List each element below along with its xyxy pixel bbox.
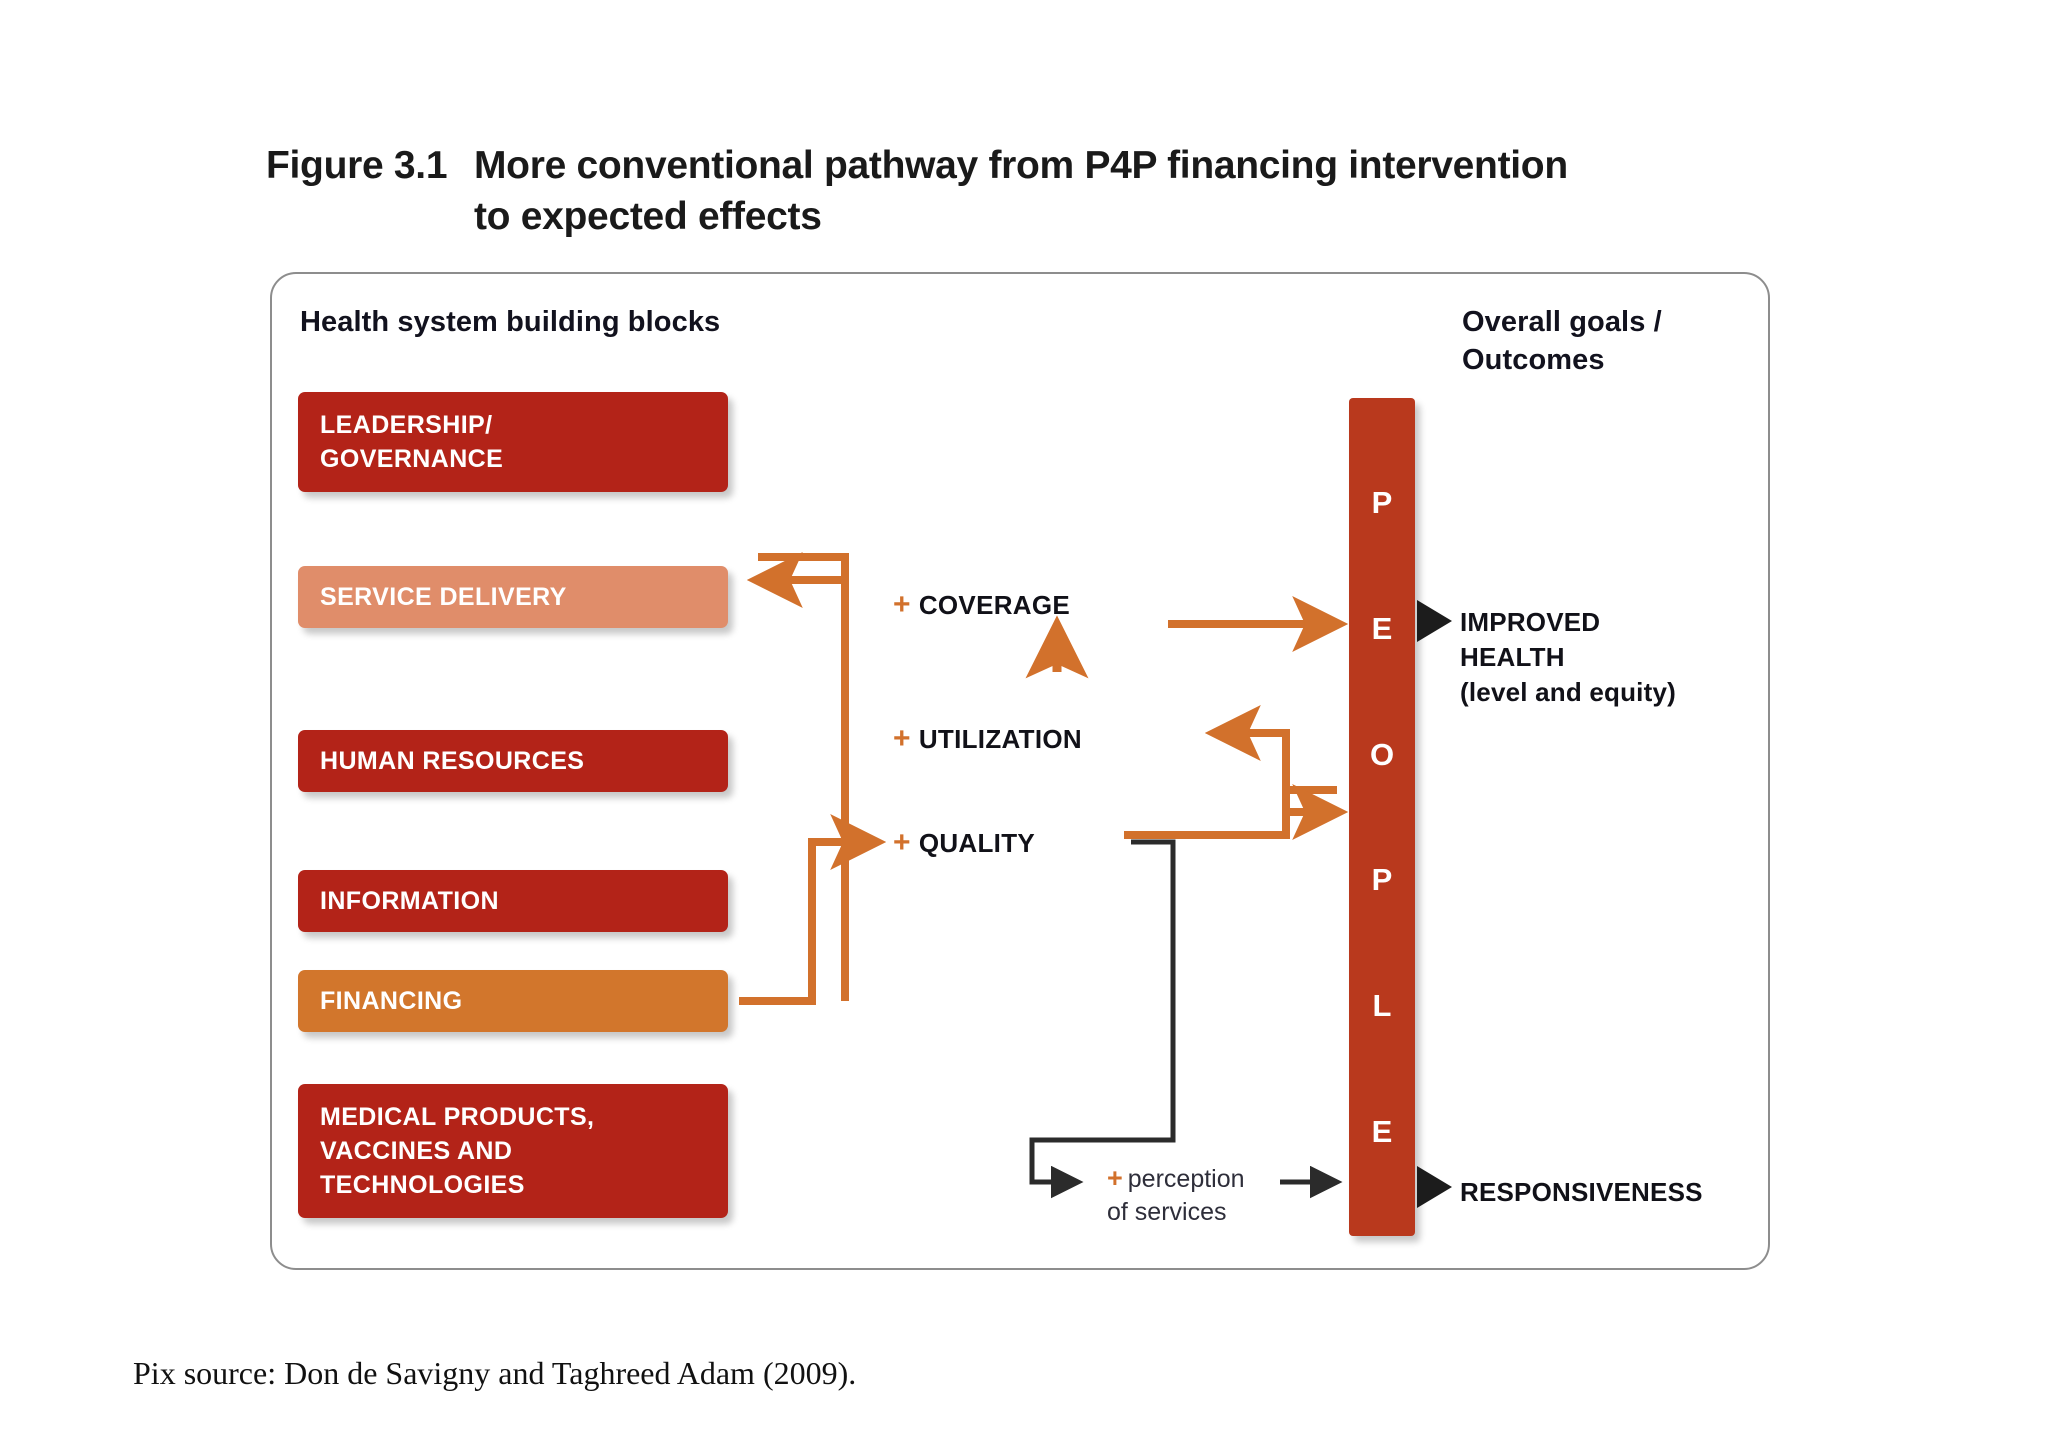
block-label-line1: SERVICE DELIVERY [320,583,567,611]
block-label-line2: GOVERNANCE [320,445,504,473]
building-block-leadership-governance[interactable]: LEADERSHIP/ GOVERNANCE [298,392,728,492]
people-letter-p1: P [1371,485,1393,521]
flow-label-utilization: +UTILIZATION [893,722,1082,756]
figure-title-line2: to expected effects [474,195,822,238]
people-letter-o: O [1369,736,1395,772]
plus-icon: + [893,826,911,859]
plus-icon: + [893,722,911,755]
people-letter-l: L [1372,987,1392,1023]
outcome-improved-health: IMPROVED HEALTH (level and equity) [1460,605,1676,710]
outcome-line1: RESPONSIVENESS [1460,1177,1703,1207]
building-block-human-resources[interactable]: HUMAN RESOURCES [298,730,728,792]
people-letter-e1: E [1371,610,1393,646]
flow-text: COVERAGE [918,590,1071,620]
source-caption: Pix source: Don de Savigny and Taghreed … [133,1355,857,1391]
plus-icon: + [1107,1163,1123,1193]
block-label-line1: HUMAN RESOURCES [320,747,585,775]
block-label-line1: LEADERSHIP/ [320,411,493,439]
heading-overall-goals-outcomes: Overall goals / Outcomes [1462,303,1662,379]
block-label-line2: VACCINES AND [320,1137,513,1165]
people-letter-e2: E [1371,1113,1393,1149]
heading-right-line1: Overall goals / [1462,306,1662,338]
figure-number: Figure 3.1 [266,144,448,187]
block-label-line1: FINANCING [320,987,463,1015]
people-bar: P E O P L E [1349,398,1415,1236]
perception-line2: of services [1107,1198,1227,1226]
plus-icon: + [893,588,911,621]
figure-title: Figure 3.1 More conventional pathway from… [266,140,1666,242]
perception-of-services-label: +perception of services [1107,1162,1245,1229]
outcome-responsiveness: RESPONSIVENESS [1460,1175,1703,1210]
flow-text: QUALITY [918,828,1036,858]
flow-label-quality: +QUALITY [893,826,1035,860]
outcome-line3: (level and equity) [1460,677,1676,707]
heading-right-line2: Outcomes [1462,344,1605,376]
block-label-line1: MEDICAL PRODUCTS, [320,1103,595,1131]
block-label-line3: TECHNOLOGIES [320,1171,525,1199]
building-block-information[interactable]: INFORMATION [298,870,728,932]
people-letter-p2: P [1371,862,1393,898]
perception-line1: perception [1127,1165,1245,1193]
outcome-line2: HEALTH [1460,642,1565,672]
building-block-medical-products-vaccines-technologies[interactable]: MEDICAL PRODUCTS, VACCINES AND TECHNOLOG… [298,1084,728,1218]
figure-title-line1: More conventional pathway from P4P finan… [474,144,1568,187]
building-block-service-delivery[interactable]: SERVICE DELIVERY [298,566,728,628]
block-label-line1: INFORMATION [320,887,499,915]
outcome-line1: IMPROVED [1460,607,1601,637]
flow-text: UTILIZATION [918,724,1082,754]
building-block-financing[interactable]: FINANCING [298,970,728,1032]
flow-label-coverage: +COVERAGE [893,588,1070,622]
heading-health-system-building-blocks: Health system building blocks [300,306,721,338]
